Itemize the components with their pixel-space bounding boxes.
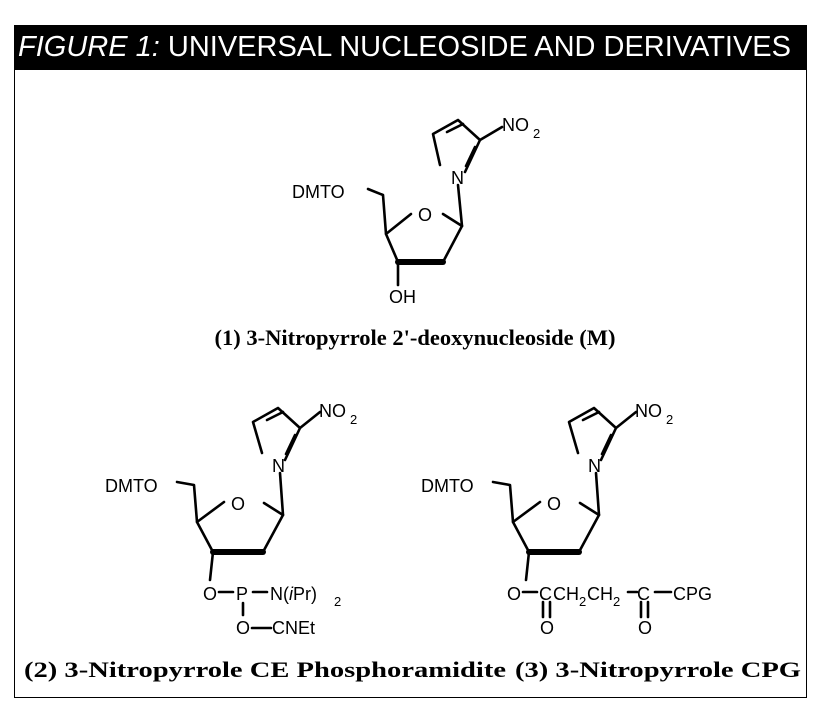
c2-phosphorus: P: [236, 584, 248, 604]
c3-carbonyl-o1: O: [540, 618, 554, 638]
c3-ring-o: O: [547, 494, 561, 514]
compound-2-structure: [175, 406, 322, 630]
figure-title-bar: FIGURE 1: UNIVERSAL NUCLEOSIDE AND DERIV…: [14, 25, 807, 70]
c3-carbonyl-c1: C: [539, 584, 552, 604]
figure-title: UNIVERSAL NUCLEOSIDE AND DERIVATIVES: [167, 31, 791, 63]
c2-ring-o: O: [231, 494, 245, 514]
c2-amine-n: N(iPr): [270, 584, 317, 604]
c1-nitro: NO: [502, 115, 529, 135]
caption-compound-3: (3) 3-Nitropyrrole CPG: [515, 657, 801, 682]
c3-o3: O: [507, 584, 521, 604]
c2-cnet: CNEt: [272, 618, 315, 638]
c3-ch2a: CH: [553, 584, 579, 604]
c2-dmto: DMTO: [105, 476, 158, 496]
c3-nitro: NO: [635, 401, 662, 421]
c3-dmto: DMTO: [421, 476, 474, 496]
c2-pyrrole-n: N: [272, 456, 285, 476]
c1-ring-o: O: [418, 205, 432, 225]
c1-pyrrole-n: N: [451, 168, 464, 188]
c3-ch2a-sub: 2: [579, 594, 586, 609]
c3-nitro-sub: 2: [666, 412, 673, 427]
c2-nitro-sub: 2: [350, 412, 357, 427]
c3-ch2b-sub: 2: [613, 594, 620, 609]
c3-ch2b: CH: [587, 584, 613, 604]
compound-2-labels: NO 2 N O DMTO O P N(iPr) 2 O CNEt: [105, 401, 357, 638]
c1-dmto: DMTO: [292, 182, 345, 202]
compound-3-structure: [491, 406, 673, 619]
c1-oh: OH: [389, 287, 416, 307]
c2-o-ce: O: [236, 618, 250, 638]
c2-amine-sub: 2: [334, 594, 341, 609]
caption-compound-1: (1) 3-Nitropyrrole 2'-deoxynucleoside (M…: [215, 325, 616, 350]
compound-3-labels: NO 2 N O DMTO O C CH 2 CH 2 C CPG O O: [421, 401, 712, 638]
compound-1-structure: [366, 118, 504, 287]
c2-o3: O: [203, 584, 217, 604]
c1-nitro-sub: 2: [533, 126, 540, 141]
c3-cpg: CPG: [673, 584, 712, 604]
figure-label: FIGURE 1:: [18, 31, 160, 63]
compound-1-labels: NO 2 N O DMTO OH: [292, 115, 540, 307]
caption-compound-2: (2) 3-Nitropyrrole CE Phosphoramidite: [24, 657, 506, 682]
c3-pyrrole-n: N: [588, 456, 601, 476]
c3-carbonyl-c2: C: [637, 584, 650, 604]
c2-nitro: NO: [319, 401, 346, 421]
c3-carbonyl-o2: O: [638, 618, 652, 638]
